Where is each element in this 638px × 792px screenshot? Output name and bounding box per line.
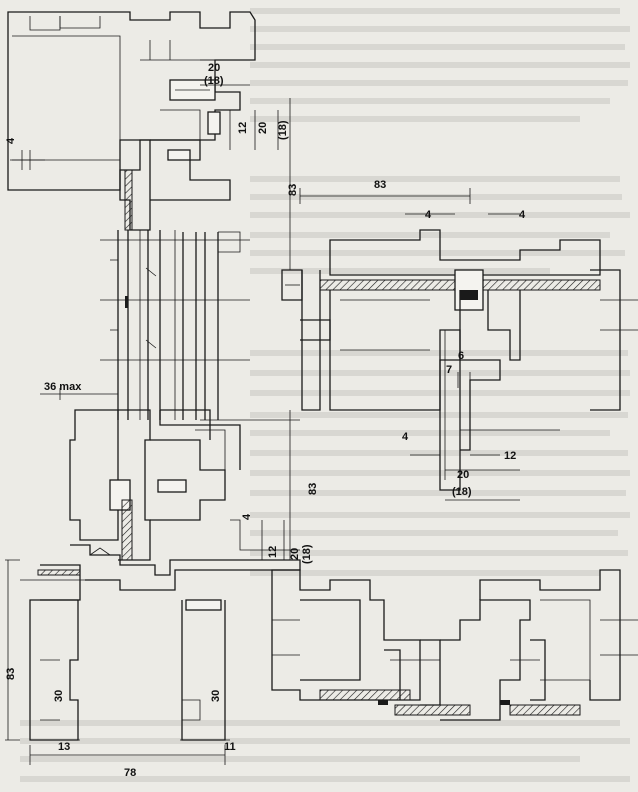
- dim-12-top: 12: [237, 122, 249, 134]
- dim-20-top-v: 20: [257, 122, 269, 134]
- dim-4b-top-right: 4: [519, 209, 526, 221]
- dim-4-mid: 4: [241, 513, 253, 520]
- dim-30-left: 30: [53, 690, 65, 702]
- dim-83-mid: 83: [307, 483, 319, 495]
- dim-13: 13: [58, 741, 70, 753]
- dim-30-right: 30: [210, 690, 222, 702]
- dim-18-top-right: (18): [452, 486, 472, 498]
- dim-20-top-right: 20: [457, 469, 469, 481]
- dim-83-top-right: 83: [374, 179, 386, 191]
- dim-18-top-v: (18): [277, 120, 289, 140]
- dim-4-top-left: 4: [5, 137, 17, 144]
- dim-12-top-right: 12: [504, 450, 516, 462]
- dim-36-max: 36 max: [44, 381, 82, 393]
- dim-83-top-left: 83: [287, 184, 299, 196]
- central-column: [100, 230, 250, 420]
- section-bottom-left: [5, 559, 230, 765]
- dim-12-mid: 12: [267, 546, 279, 558]
- dim-7: 7: [446, 364, 452, 376]
- dim-18-mid: (18): [301, 544, 313, 564]
- dim-18-top: (18): [204, 75, 224, 87]
- dim-20-top: 20: [208, 62, 220, 74]
- dim-83-bottom: 83: [5, 668, 17, 680]
- dim-6: 6: [458, 350, 464, 362]
- dim-11: 11: [224, 741, 236, 753]
- section-middle-left: [20, 388, 301, 601]
- dim-4c-top-right: 4: [402, 431, 409, 443]
- section-top-right: [281, 188, 638, 501]
- section-top-left: [7, 11, 291, 270]
- section-bottom-right: [271, 569, 638, 721]
- dim-78: 78: [124, 767, 136, 779]
- dim-20-mid: 20: [289, 548, 301, 560]
- dim-4a-top-right: 4: [425, 209, 432, 221]
